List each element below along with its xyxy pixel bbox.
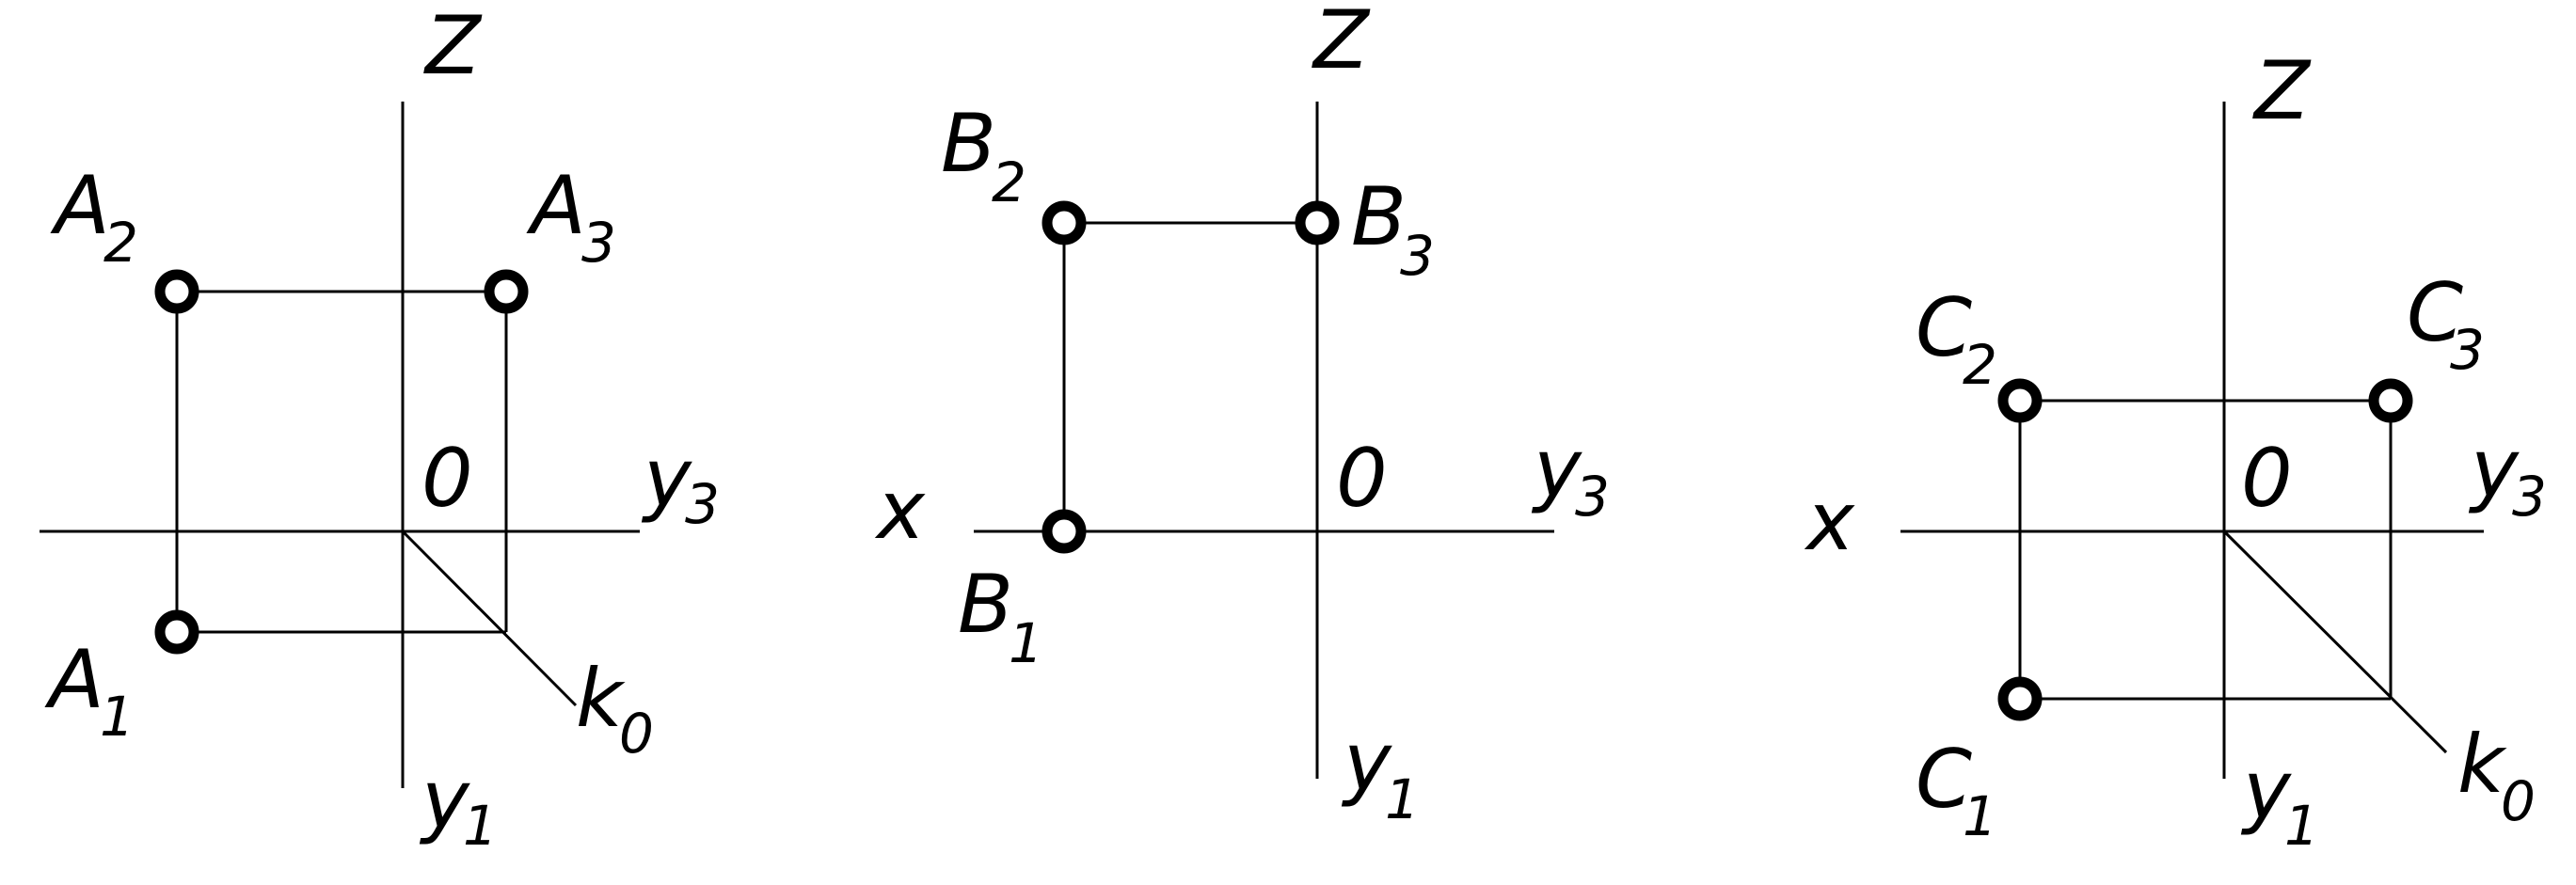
panel-b-y3-label: y — [1531, 422, 1582, 516]
panel-c-y3-label: y — [2468, 422, 2520, 516]
panel-a-origin-label: 0 — [421, 432, 473, 526]
panel-b-point-b1 — [1042, 509, 1087, 554]
panel-a-y1-subscript: 1 — [463, 794, 498, 858]
panel-c-point-c1 — [1997, 676, 2043, 721]
panel-a-a1-subscript: 1 — [100, 685, 135, 749]
panel-c-c2-subscript: 2 — [1963, 333, 1997, 397]
panel-a-k-subscript: 0 — [619, 702, 654, 766]
panel-a-point-a3 — [484, 269, 529, 314]
panel-b-b2-label: B — [941, 97, 996, 191]
panel-c: Z 0 x y 3 y 1 k 0 C 2 C 3 C 1 — [1804, 44, 2547, 858]
panel-a-a2-subscript: 2 — [103, 211, 138, 275]
panel-b-b3-subscript: 3 — [1400, 224, 1435, 288]
panel-b-y1-subscript: 1 — [1385, 767, 1420, 831]
panel-c-x-label: x — [1804, 475, 1855, 569]
panel-b-z-label: Z — [1312, 0, 1371, 87]
panel-c-c3-label: C — [2407, 266, 2463, 360]
panel-a-a3-label: A — [526, 159, 586, 253]
panel-a-a1-label: A — [44, 633, 104, 727]
panel-b-y1-label: y — [1341, 716, 1392, 810]
panel-c-c2-label: C — [1916, 281, 1972, 375]
panel-a: Z 0 y 3 y 1 k 0 A 2 A 3 A 1 — [40, 0, 720, 858]
panel-c-c1-label: C — [1916, 733, 1972, 827]
panel-c-k-label: k — [2457, 718, 2507, 812]
panel-b: Z 0 x y 3 y 1 B 2 B 3 B 1 — [874, 0, 1610, 831]
panel-a-point-a1 — [154, 609, 199, 655]
panel-c-origin-label: 0 — [2241, 432, 2293, 526]
panel-a-a3-subscript: 3 — [581, 211, 616, 275]
panel-c-z-label: Z — [2252, 44, 2312, 138]
panel-b-point-b2 — [1042, 200, 1087, 245]
panel-c-y1-subscript: 1 — [2284, 794, 2319, 858]
panel-a-y3-label: y — [641, 432, 692, 526]
panel-a-z-label: Z — [423, 0, 483, 93]
panel-a-k-label: k — [576, 652, 626, 746]
panel-b-b3-label: B — [1351, 170, 1407, 264]
panel-b-point-b3 — [1295, 200, 1340, 245]
panel-c-constant-line-k0 — [2222, 529, 2448, 754]
panel-b-y3-subscript: 3 — [1575, 465, 1610, 529]
panel-b-b1-subscript: 1 — [1009, 611, 1043, 675]
panel-b-b2-subscript: 2 — [992, 150, 1026, 214]
panel-a-y1-label: y — [419, 753, 470, 847]
panel-c-point-c3 — [2368, 378, 2413, 423]
panel-c-point-c2 — [1997, 378, 2043, 423]
panel-c-c1-subscript: 1 — [1963, 784, 1997, 848]
panel-c-y1-label: y — [2240, 744, 2292, 838]
panel-a-a2-label: A — [50, 159, 110, 253]
panel-a-point-a2 — [154, 269, 199, 314]
panel-c-y3-subscript: 3 — [2512, 465, 2547, 529]
panel-b-origin-label: 0 — [1336, 432, 1388, 526]
panel-a-constant-line-k0 — [401, 529, 578, 707]
panel-c-k-subscript: 0 — [2501, 769, 2536, 833]
panel-b-b1-label: B — [958, 558, 1013, 652]
panel-a-y3-subscript: 3 — [685, 472, 720, 536]
panel-c-c3-subscript: 3 — [2450, 318, 2485, 382]
panel-b-x-label: x — [874, 464, 926, 558]
